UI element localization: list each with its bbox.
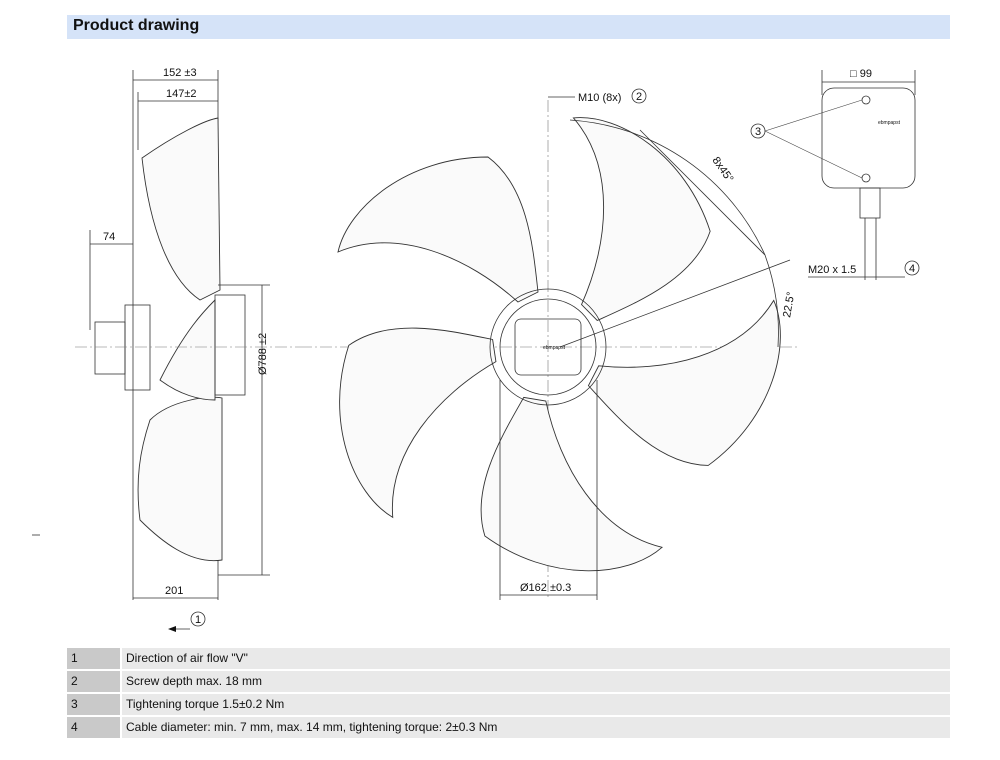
logo: ebmpapst <box>878 120 901 126</box>
section-header: Product drawing <box>67 15 950 39</box>
dim-m10: M10 (8x) <box>578 92 621 104</box>
dim-74: 74 <box>103 231 115 243</box>
callout-4: 4 <box>909 263 915 275</box>
note-number: 2 <box>67 671 120 692</box>
front-view: ebmpapst M10 (8x) 2 8x45° 22.5° Ø162 ±0.… <box>300 88 800 600</box>
section-title: Product drawing <box>73 17 200 34</box>
note-text: Tightening torque 1.5±0.2 Nm <box>122 694 950 715</box>
note-number: 1 <box>67 648 120 669</box>
dim-99: □ 99 <box>850 68 872 80</box>
dim-147: 147±2 <box>166 88 197 100</box>
callout-1: 1 <box>195 614 201 626</box>
terminal-box-view: □ 99 ebmpapst 3 M20 x 1.5 4 <box>750 68 920 280</box>
dim-m20: M20 x 1.5 <box>808 264 856 276</box>
note-number: 4 <box>67 717 120 738</box>
note-text: Cable diameter: min. 7 mm, max. 14 mm, t… <box>122 717 950 738</box>
dim-152: 152 ±3 <box>163 67 197 79</box>
product-drawing: 152 ±3 147±2 74 Ø788 ±2 201 1 <box>32 67 920 632</box>
side-view: 152 ±3 147±2 74 Ø788 ±2 201 1 <box>32 67 300 632</box>
dim-201: 201 <box>165 585 183 597</box>
dim-162: Ø162 ±0.3 <box>520 582 571 594</box>
dim-788: Ø788 ±2 <box>257 333 269 375</box>
dim-8x45: 8x45° <box>710 155 736 185</box>
note-text: Screw depth max. 18 mm <box>122 671 950 692</box>
svg-text:ebmpapst: ebmpapst <box>543 345 566 351</box>
dim-22-5: 22.5° <box>781 291 797 319</box>
note-text: Direction of air flow "V" <box>122 648 950 669</box>
callout-3: 3 <box>755 126 761 138</box>
note-number: 3 <box>67 694 120 715</box>
callout-2: 2 <box>636 91 642 103</box>
